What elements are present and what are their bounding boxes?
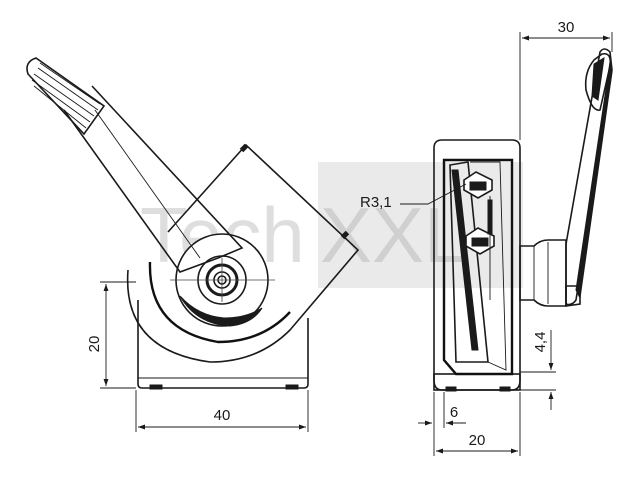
side-lever-lower bbox=[565, 285, 581, 307]
dim-height-4-4-label: 4,4 bbox=[532, 332, 549, 353]
side-foot-right bbox=[499, 386, 511, 392]
front-bracket-notch-right bbox=[340, 230, 350, 240]
side-nut-lower-dark bbox=[471, 237, 489, 247]
side-hub bbox=[519, 239, 567, 307]
side-foot-left bbox=[445, 386, 457, 392]
front-foot-right bbox=[285, 384, 299, 390]
front-base bbox=[137, 300, 309, 389]
front-view: 20 40 bbox=[26, 57, 360, 432]
front-lever-inner bbox=[94, 109, 201, 259]
dim-width-20-bottom-label: 20 bbox=[469, 432, 486, 449]
front-bracket-notch-top bbox=[239, 143, 249, 153]
dim-width-6-label: 6 bbox=[450, 404, 458, 421]
side-inner-edge bbox=[451, 169, 479, 351]
front-hub-shadow bbox=[179, 295, 263, 327]
side-nut-upper-dark bbox=[469, 181, 487, 191]
side-inner-slant-b bbox=[470, 161, 507, 371]
side-lever-dark bbox=[575, 61, 613, 300]
dim-radius-leader bbox=[400, 183, 467, 205]
front-bracket bbox=[126, 143, 360, 363]
front-grip-ribs bbox=[31, 62, 101, 129]
side-inner-profile bbox=[442, 158, 514, 376]
dim-width-40-label: 40 bbox=[214, 407, 231, 424]
side-lever-grip bbox=[584, 52, 612, 111]
dim-width-30-label: 30 bbox=[558, 19, 575, 36]
front-lever bbox=[63, 85, 244, 273]
side-view: R3,1 30 4,4 6 20 bbox=[360, 19, 613, 456]
dim-height-20-label: 20 bbox=[86, 336, 103, 353]
side-slot-dark bbox=[487, 199, 493, 235]
dim-radius-label: R3,1 bbox=[360, 194, 392, 211]
front-arc-inner bbox=[148, 261, 291, 344]
side-lever-grip-dark bbox=[591, 57, 605, 101]
front-foot-left bbox=[149, 384, 163, 390]
front-grip bbox=[26, 57, 106, 136]
